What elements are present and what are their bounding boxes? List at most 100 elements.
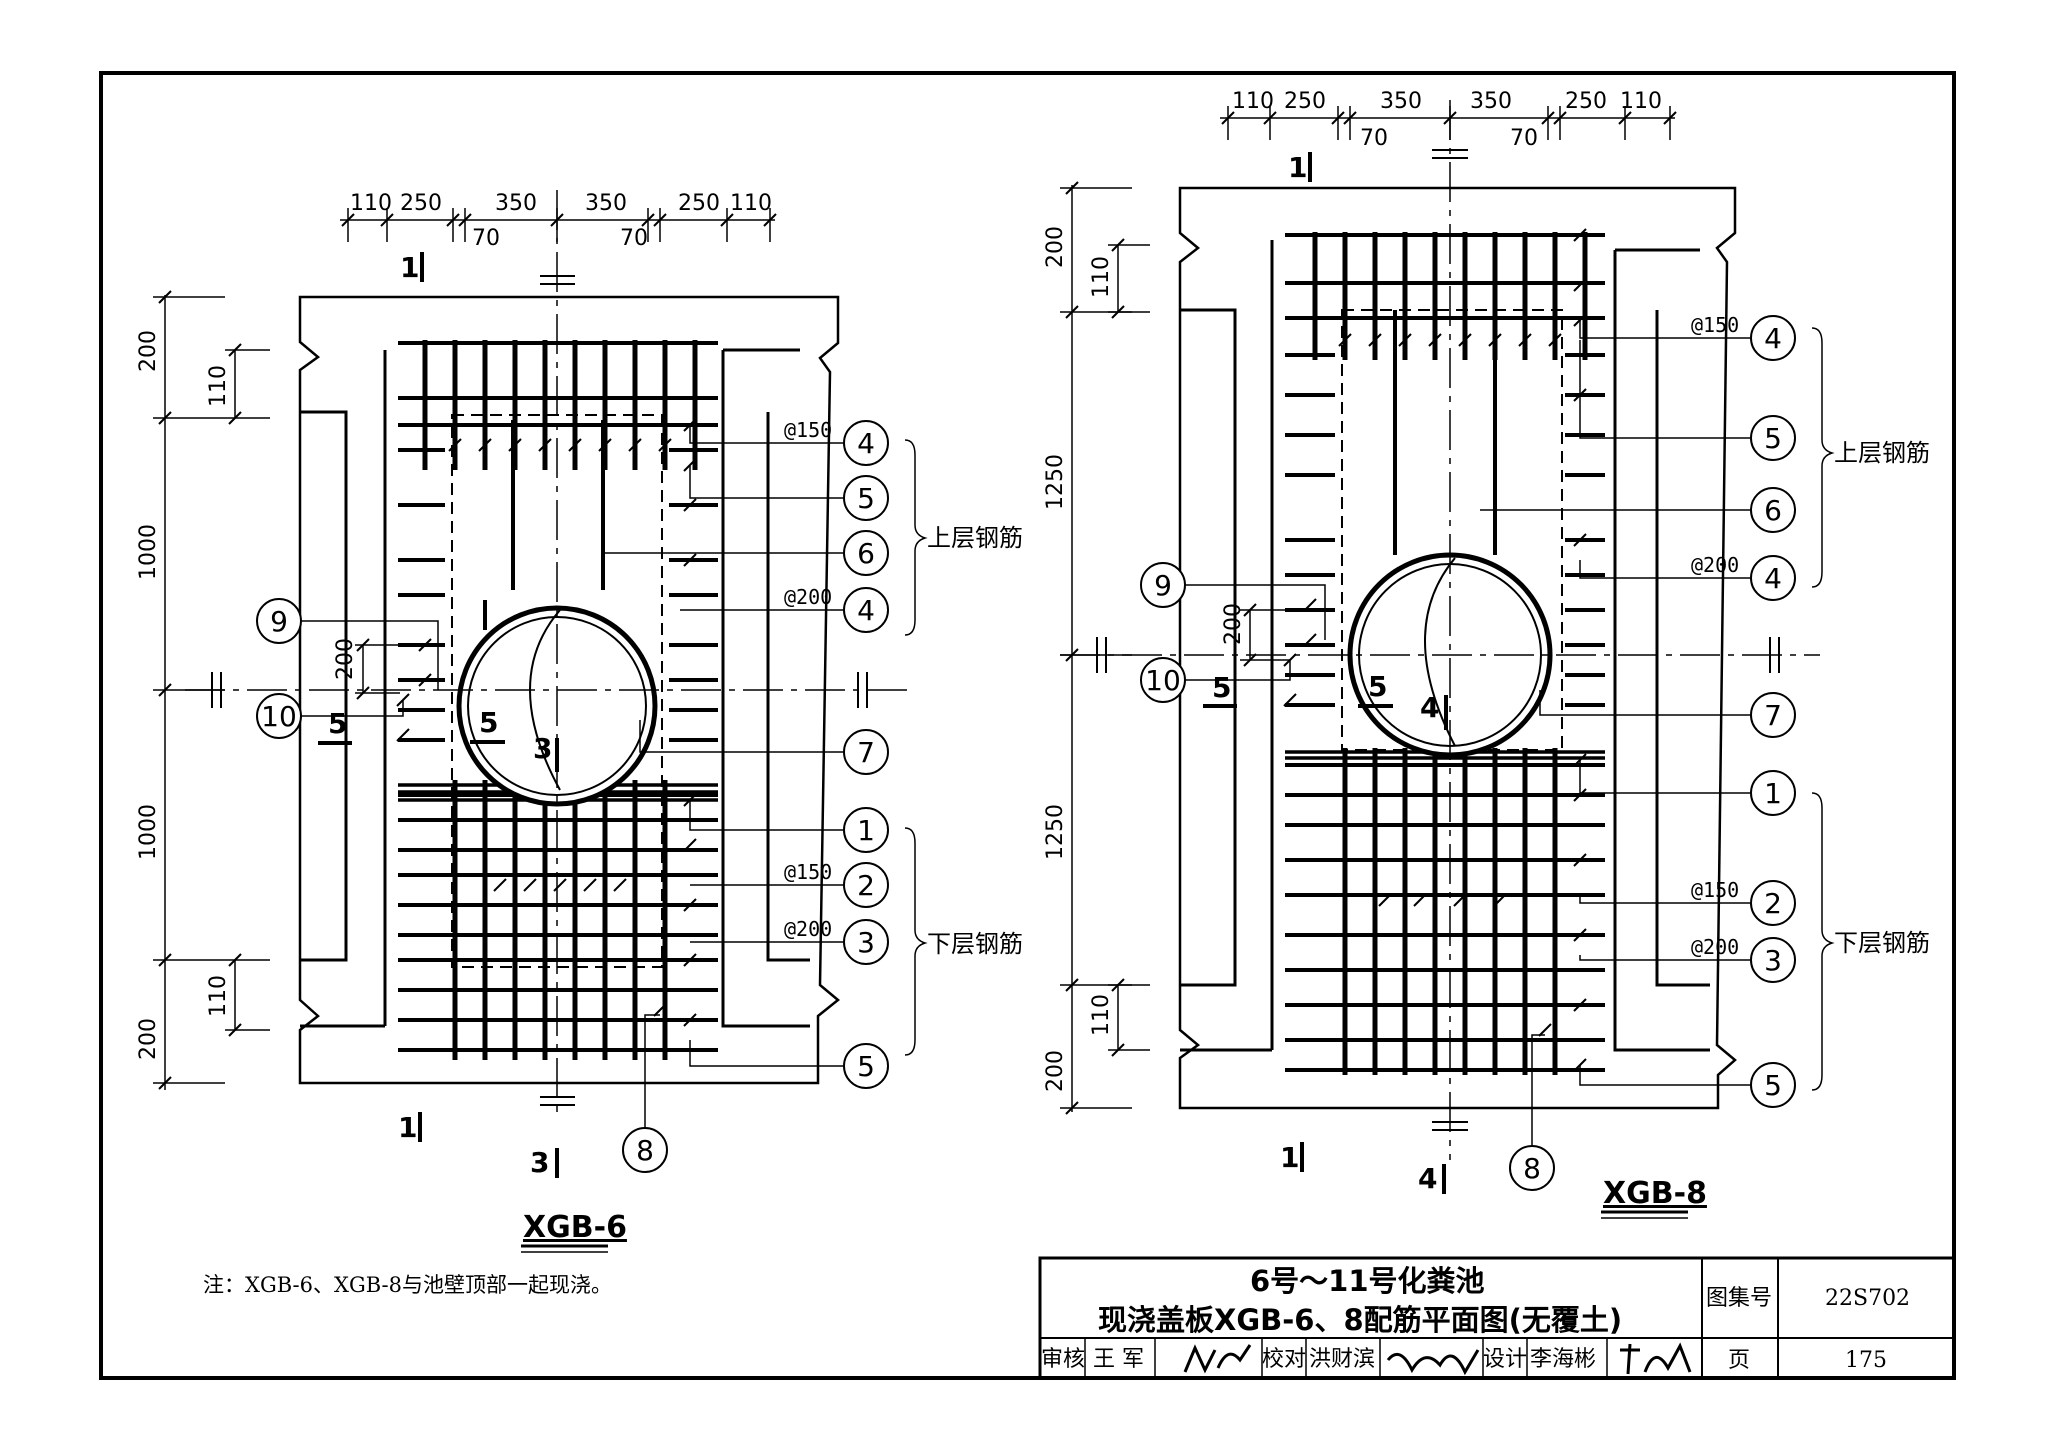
- check-name: 洪财滨: [1309, 1347, 1375, 1372]
- dim-tick: [1303, 598, 1317, 612]
- leader-line: [689, 800, 844, 831]
- dim-tick: [653, 1003, 667, 1017]
- drawing-title: XGB-6: [523, 1210, 627, 1245]
- dim-tick: [613, 878, 627, 892]
- dim-tick: [508, 438, 522, 452]
- callout-number: 8: [636, 1134, 654, 1167]
- callout-number: 4: [857, 427, 875, 460]
- section-label-1-bottom: 1: [398, 1111, 417, 1144]
- dim-tick: [1398, 333, 1412, 347]
- leader-line: [1531, 1034, 1545, 1146]
- dim-left-1: 200: [136, 330, 161, 372]
- lower-group-label: 下层钢筋: [1834, 929, 1930, 957]
- lower-group-label: 下层钢筋: [927, 930, 1023, 958]
- callout-circle: [1750, 487, 1796, 533]
- signature-review: [1183, 1344, 1252, 1374]
- dim-top-6: 110: [1620, 89, 1662, 114]
- dim-top-1: 110: [1232, 89, 1274, 114]
- callout-circle: [843, 729, 889, 775]
- section-label-3-inner: 3: [533, 732, 552, 765]
- callout-circle: [1750, 937, 1796, 983]
- dim-left-6: 110: [206, 975, 231, 1017]
- callout-circle: [1750, 692, 1796, 738]
- rebar-spacing: @150: [784, 860, 832, 884]
- dim-top-4: 350: [585, 191, 627, 216]
- callout-number: 3: [857, 926, 875, 959]
- title-block-frame: [1038, 1256, 1956, 1380]
- dim-tick: [1283, 693, 1297, 707]
- dim-tick: [418, 638, 432, 652]
- dim-tick: [1518, 333, 1532, 347]
- rebar-spacing: @200: [784, 917, 832, 941]
- dim-left-3: 1250: [1043, 454, 1068, 510]
- dim-tick: [683, 838, 697, 852]
- leader-line: [1539, 690, 1751, 716]
- callout-number: 4: [1764, 562, 1782, 595]
- callout-number: 1: [857, 814, 875, 847]
- upper-group-label: 上层钢筋: [927, 524, 1023, 552]
- callout-circle: [1140, 562, 1186, 608]
- upper-bracket: [1811, 327, 1835, 588]
- callout-circle: [1140, 657, 1186, 703]
- drawing-xgb-8: 110 250 350 350 250 110 70 70 200 110 12…: [1043, 89, 1930, 1219]
- design-name: 李海彬: [1530, 1347, 1596, 1372]
- dim-left-7: 200: [1043, 1050, 1068, 1092]
- callout-circle: [1750, 770, 1796, 816]
- callout-circle: [256, 598, 302, 644]
- drawing-note: 注：XGB-6、XGB-8与池壁顶部一起现浇。: [203, 1273, 612, 1297]
- dim-tick: [523, 878, 537, 892]
- dim-tick: [1338, 333, 1352, 347]
- leader-line: [1579, 340, 1751, 439]
- page-value: 175: [1845, 1348, 1887, 1373]
- dim-ticks-top: [341, 208, 777, 242]
- title-line-1: 6号～11号化粪池: [1250, 1264, 1485, 1298]
- signature-check: [1386, 1349, 1480, 1376]
- drawing-title: XGB-8: [1603, 1176, 1707, 1211]
- dim-tick: [1573, 928, 1587, 942]
- rebar-grid: [1283, 228, 1605, 1075]
- dim-tick: [1573, 533, 1587, 547]
- dim-top-4: 350: [1470, 89, 1512, 114]
- section-label-5-left: 5: [328, 707, 347, 740]
- rebar-spacing: @200: [1691, 935, 1739, 959]
- dim-ticks-top: [1221, 106, 1677, 140]
- check-label: 校对: [1262, 1347, 1306, 1372]
- leader-line: [1579, 955, 1751, 961]
- dim-tick: [1548, 333, 1562, 347]
- dim-tick: [1458, 333, 1472, 347]
- callout-circle: [1750, 415, 1796, 461]
- callout-number: 1: [1764, 777, 1782, 810]
- dim-tick: [683, 898, 697, 912]
- signature-design: [1620, 1342, 1692, 1375]
- inner-wall-left: [300, 410, 348, 962]
- dim-top-6: 110: [730, 191, 772, 216]
- callout-circle: [1750, 1062, 1796, 1108]
- dim-tick: [1573, 853, 1587, 867]
- rebar-spacing: @150: [784, 418, 832, 442]
- dim-top-2: 250: [400, 191, 442, 216]
- atlas-value: 22S702: [1825, 1286, 1910, 1311]
- dim-tick: [683, 1013, 697, 1027]
- slab-outline: [298, 295, 840, 1085]
- dim-tick: [1413, 893, 1427, 907]
- callout-circle: [1750, 315, 1796, 361]
- leader-line: [1579, 560, 1751, 579]
- callout-circle: [843, 420, 889, 466]
- leader-line: [1579, 320, 1751, 339]
- rebar-grid: [396, 340, 718, 1060]
- dim-left-4: 200: [333, 638, 358, 680]
- callout-number: 5: [1764, 422, 1782, 455]
- inner-wall-left: [1180, 308, 1237, 987]
- dim-tick: [683, 498, 697, 512]
- leader-line: [1579, 1065, 1751, 1086]
- dim-tick: [628, 438, 642, 452]
- section-label-1-top: 1: [400, 251, 419, 284]
- callout-number: 4: [857, 594, 875, 627]
- wall-right-outer: [721, 350, 810, 1028]
- dim-top-2: 250: [1284, 89, 1326, 114]
- section-label-1-top: 1: [1288, 151, 1307, 184]
- dim-tick: [598, 438, 612, 452]
- dim-tick: [683, 553, 697, 567]
